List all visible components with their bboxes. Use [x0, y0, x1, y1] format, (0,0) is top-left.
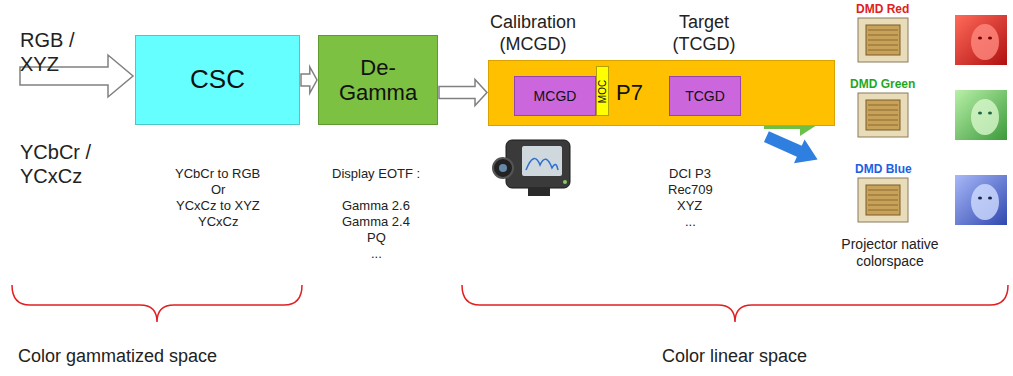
text-label: DMD Blue: [855, 162, 912, 176]
node-label: MCGD: [534, 88, 577, 104]
flow-arrow: [301, 67, 317, 93]
text-label: ...: [685, 214, 696, 230]
text-label: Calibration (MCGD): [483, 12, 583, 55]
text-label: YCbCr / YCxCz: [20, 140, 102, 188]
green-channel-image: [955, 90, 1007, 140]
text-label: Target (TCGD): [666, 12, 742, 55]
node-label: CSC: [190, 65, 245, 95]
bracket: [462, 285, 1008, 322]
node-label: MOC: [597, 79, 608, 102]
flow-arrow: [439, 80, 487, 106]
node-label: P7: [616, 80, 643, 105]
node-label: De-Gamma: [338, 55, 418, 106]
red-channel-image: [955, 15, 1007, 65]
blue-channel-image: [955, 175, 1007, 225]
text-label: YCxCz to XYZ: [176, 198, 260, 214]
text-label: Color linear space: [662, 346, 807, 368]
text-label: YCbCr to RGB: [175, 166, 260, 182]
node-label: TCGD: [685, 88, 725, 104]
processor-block: P7 MCGD MOC TCGD: [488, 60, 835, 126]
text-label: Gamma 2.6: [342, 198, 410, 214]
dmd-chip: [858, 178, 908, 222]
process-box: CSC: [135, 35, 300, 125]
text-label: Gamma 2.4: [342, 214, 410, 230]
text-label: XYZ: [677, 198, 702, 214]
bracket: [12, 285, 302, 322]
text-label: Rec709: [668, 182, 713, 198]
calibration-gamut-box: MCGD: [514, 76, 596, 116]
text-label: DCI P3: [669, 166, 711, 182]
moc-box: MOC: [596, 66, 609, 116]
text-label: ...: [371, 246, 382, 262]
text-label: PQ: [367, 230, 386, 246]
text-label: DMD Red: [856, 2, 909, 16]
dmd-chip: [858, 93, 908, 137]
text-label: Or: [211, 182, 225, 198]
text-label: YCxCz: [198, 214, 238, 230]
text-label: Display EOTF :: [332, 166, 420, 182]
process-box: De-Gamma: [318, 35, 438, 125]
target-gamut-box: TCGD: [669, 76, 741, 116]
colorimeter-camera: [493, 140, 570, 196]
text-label: Projector native colorspace: [830, 236, 950, 270]
text-label: Color gammatized space: [18, 346, 217, 368]
dmd-chip: [858, 18, 908, 62]
text-label: RGB / XYZ: [20, 28, 82, 76]
text-label: DMD Green: [850, 77, 915, 91]
